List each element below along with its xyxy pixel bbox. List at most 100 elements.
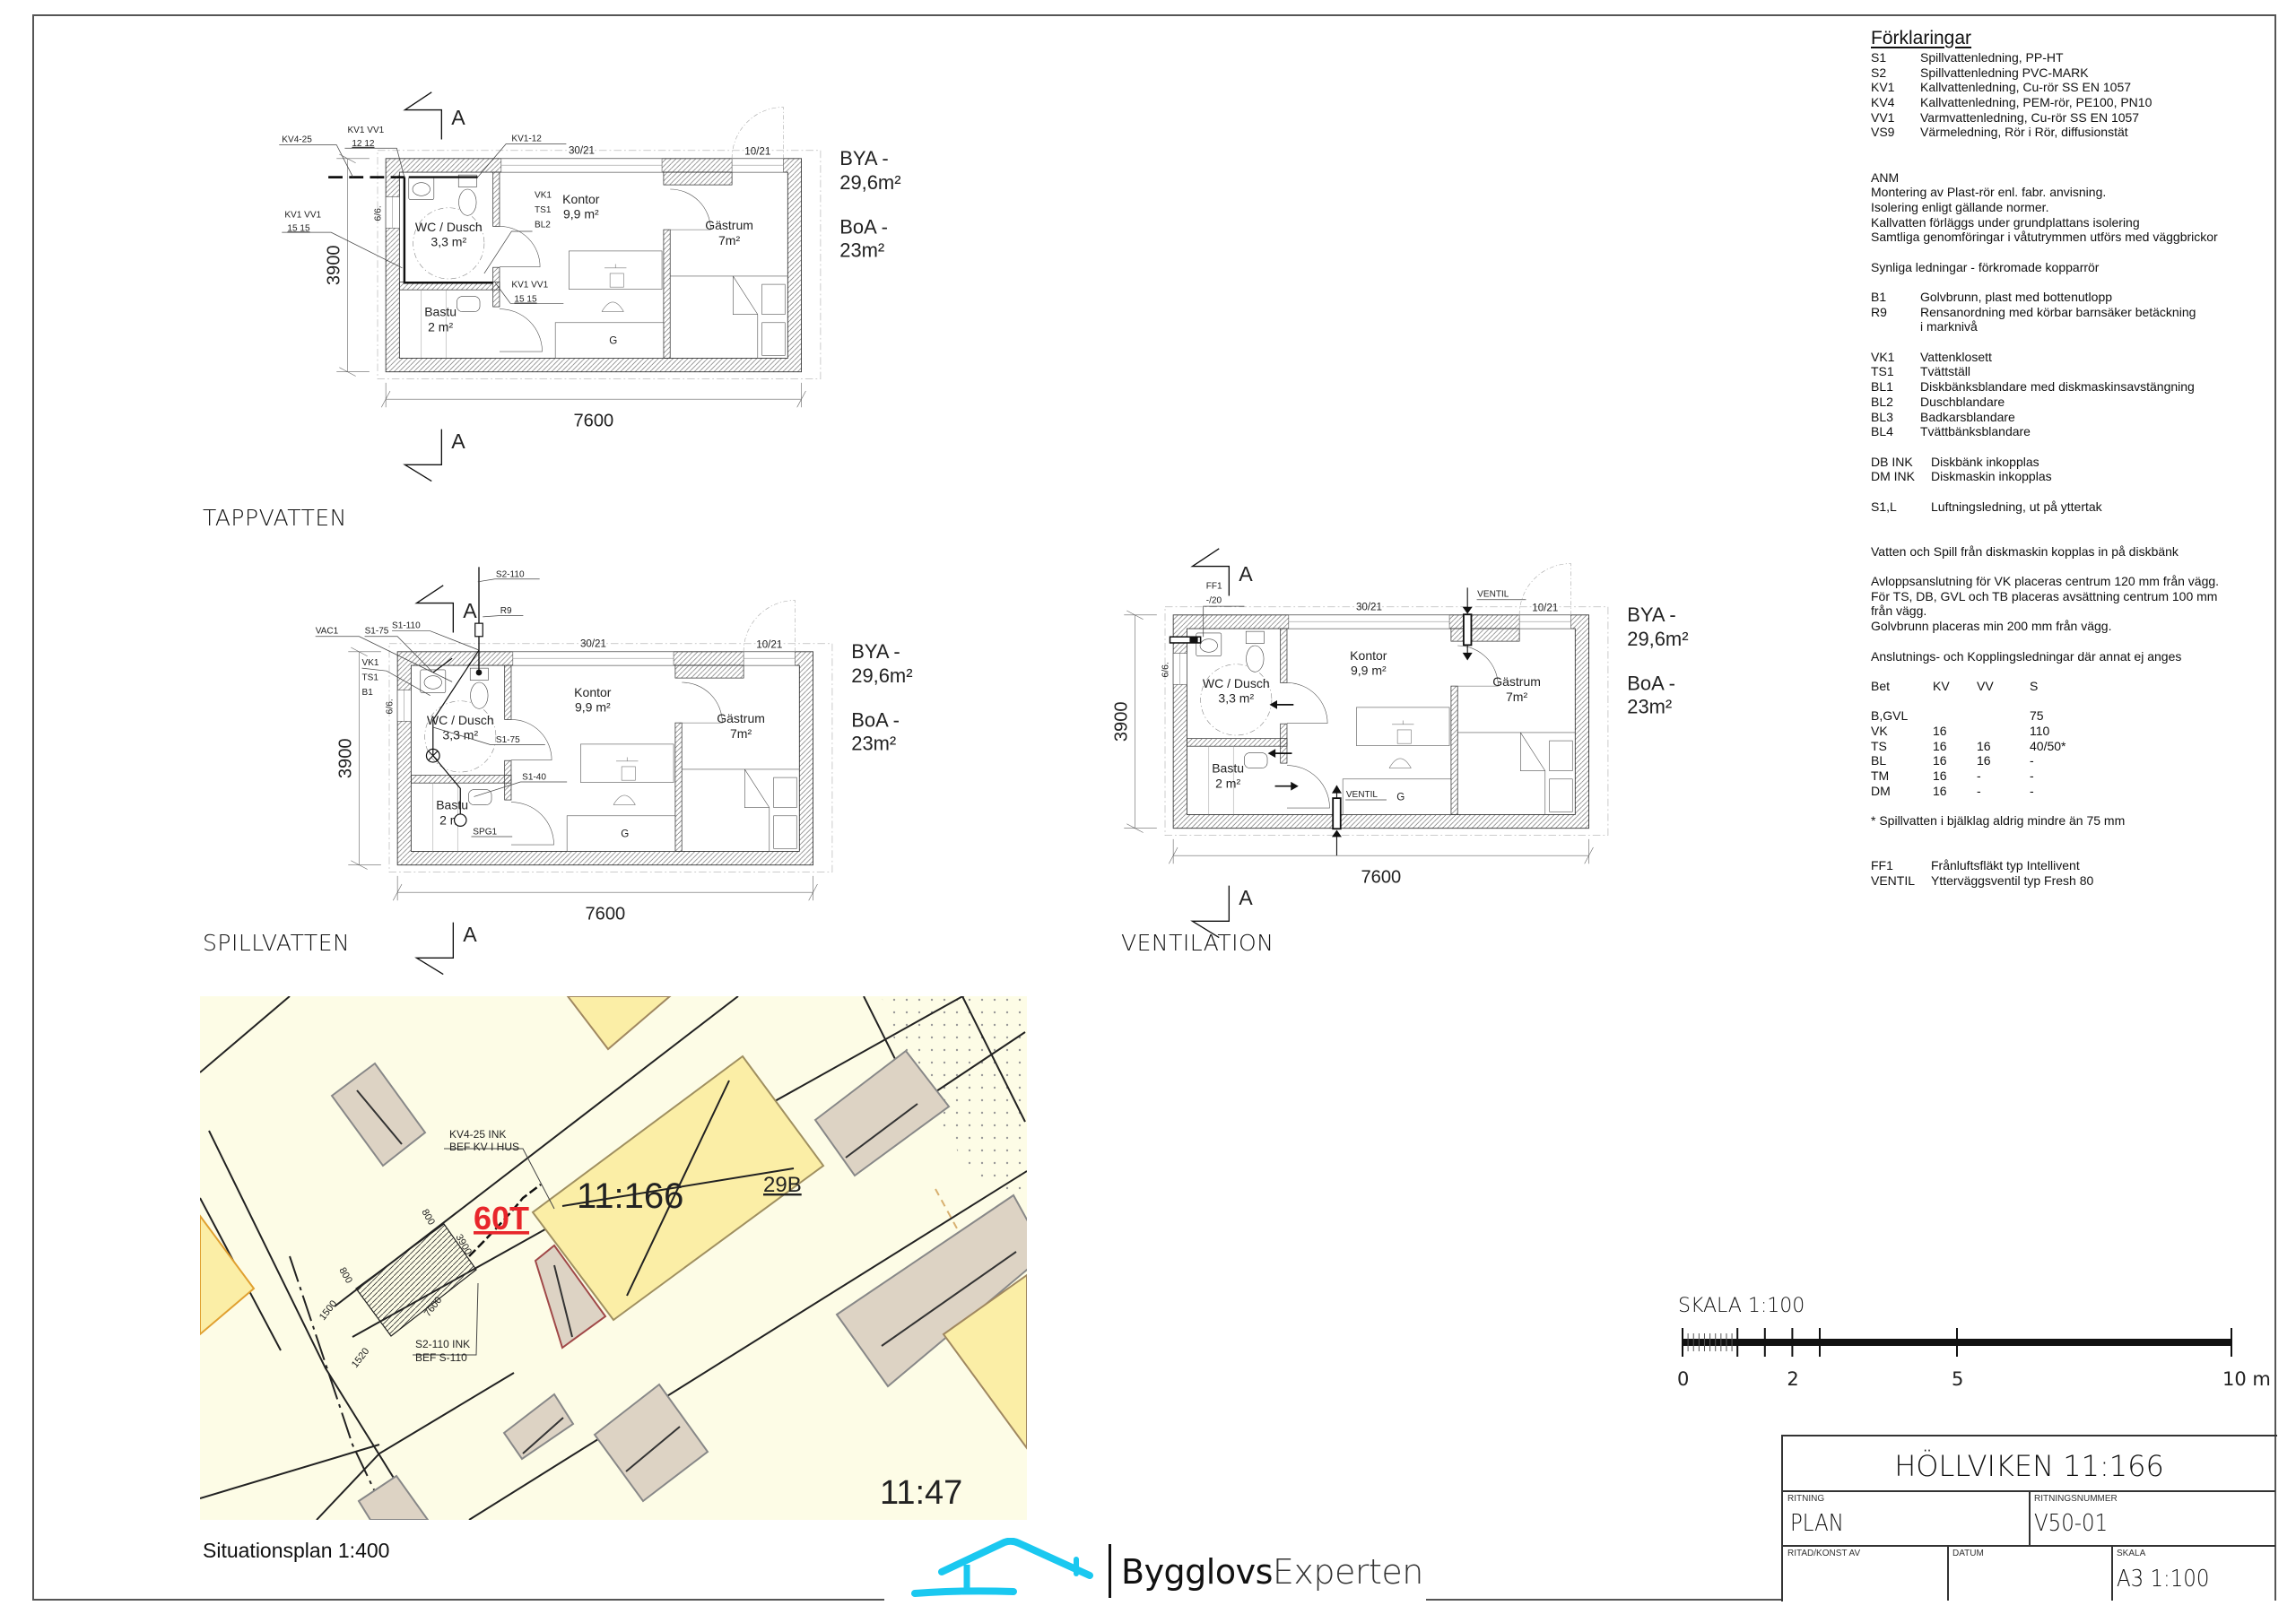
scale-label: 2 <box>1787 1368 1798 1390</box>
scale-label: 0 <box>1677 1368 1689 1390</box>
label-spg1: SPG1 <box>473 828 497 838</box>
legend-table-cell: 75 <box>2030 708 2044 724</box>
room-gastrum-label: Gästrum <box>705 218 753 232</box>
legend-text: Diskmaskin inkopplas <box>1931 469 2052 484</box>
legend-table-cell: - <box>2030 753 2034 768</box>
dimension-width <box>1168 838 1594 864</box>
room-bastu-label: Bastu <box>436 797 468 812</box>
bed <box>1457 732 1576 815</box>
wash-basin-bowl <box>1199 638 1218 653</box>
kitchen-counter <box>566 815 676 852</box>
legend-table-cell: BL <box>1871 753 1887 768</box>
exhaust-fan-ff1 <box>1169 605 1245 644</box>
wardrobe <box>761 322 786 356</box>
legend-text: Kallvattenledning, Cu-rör SS EN 1057 <box>1920 80 2132 95</box>
dashed-boundary <box>935 1188 963 1239</box>
window-side-label: 6/6. <box>374 205 384 221</box>
desk-items <box>616 757 639 781</box>
window-side-label: 6/6. <box>386 699 396 714</box>
room-gastrum-area: 7m² <box>730 726 752 741</box>
section-marker-top <box>403 91 443 140</box>
legend-note: Vatten och Spill från diskmaskin kopplas… <box>1871 543 2179 559</box>
building-geometry <box>336 91 822 482</box>
bya-label: BYA - <box>839 147 888 169</box>
width-dimension: 7600 <box>1361 868 1401 888</box>
legend-text: Varmvattenledning, Cu-rör SS EN 1057 <box>1920 109 2140 125</box>
airflow-arrows <box>1267 699 1299 791</box>
skala-value: A3 1:100 <box>2117 1566 2210 1593</box>
title-block: HÖLLVIKEN 11:166 RITNING PLAN RITNINGSNU… <box>1781 1435 2277 1601</box>
legend-note: Kallvatten förläggs under grundplattans … <box>1871 214 2140 230</box>
legend-note: För TS, DB, GVL och TB placeras avsättni… <box>1871 588 2218 603</box>
legend-table-cell: 16 <box>1933 783 1947 798</box>
bya-label: BYA - <box>1627 603 1675 626</box>
leader-lines <box>315 578 568 838</box>
legend-table-cell: 16 <box>1977 753 1991 768</box>
label-r9: R9 <box>500 606 512 616</box>
legend-code: B1 <box>1871 290 1887 305</box>
room-wc-area: 3,3 m² <box>430 234 466 248</box>
skala-label: SKALA <box>2117 1549 2146 1558</box>
legend-row: Synliga ledningar - förkromade kopparrör <box>1871 260 2266 275</box>
legend-code: FF1 <box>1871 858 1893 873</box>
legend-row: * Spillvatten i bjälklag aldrig mindre ä… <box>1871 813 2266 829</box>
window <box>743 651 796 666</box>
section-marker-top <box>414 585 455 633</box>
legend-code: VV1 <box>1871 109 1895 125</box>
legend-table-cell: - <box>1977 768 1981 784</box>
door-wc <box>510 719 552 760</box>
legend-text: Golvbrunn, plast med bottenutlopp <box>1920 290 2113 305</box>
col-divider <box>2029 1490 2031 1545</box>
section-marker-bottom <box>414 922 455 976</box>
ritning-label: RITNING <box>1787 1494 1825 1504</box>
dimension-width <box>380 382 806 408</box>
boa-label: BoA - <box>1627 672 1675 694</box>
width-dimension: 7600 <box>585 905 625 924</box>
label-ff1: FF1 <box>1206 582 1222 592</box>
desk-items <box>1392 720 1414 744</box>
logo-part-1: Bygglovs <box>1121 1552 1273 1592</box>
ritningsnummer-value: V50-01 <box>2034 1510 2109 1537</box>
desk <box>580 743 674 783</box>
legend-table-header: KV <box>1933 678 1950 693</box>
building-geometry <box>348 585 833 976</box>
bya-value: 29,6m² <box>851 664 912 687</box>
legend-title: Förklaringar <box>1871 28 1972 48</box>
house-ridges <box>561 1080 795 1297</box>
room-kontor-label: Kontor <box>574 685 612 699</box>
interior-wall <box>674 722 683 852</box>
room-gastrum-label: Gästrum <box>717 711 765 725</box>
room-gastrum-area: 7m² <box>718 233 740 247</box>
legend-row: Vatten och Spill från diskmaskin kopplas… <box>1871 544 2266 560</box>
chair <box>613 794 636 805</box>
frame-bottom-right <box>1426 1599 1781 1601</box>
legend-row: Anslutnings- och Kopplingsledningar där … <box>1871 649 2266 664</box>
label-dim-b: 15 15 <box>287 223 310 233</box>
boa-label: BoA - <box>839 215 888 238</box>
legend-code: R9 <box>1871 304 1887 319</box>
legend-footnote: * Spillvatten i bjälklag aldrig mindre ä… <box>1871 813 2126 829</box>
pipe-kv1-vv1 <box>403 176 493 284</box>
chair <box>601 301 624 312</box>
depth-dimension: 3900 <box>324 245 344 285</box>
legend-row: R9 Rensanordning med körbar barnsäker bet… <box>1871 305 2266 320</box>
label-s1-75-b: S1-75 <box>496 735 520 745</box>
kitchen-counter <box>554 322 665 359</box>
boa-label: BoA - <box>851 708 900 731</box>
site-plan-caption: Situationsplan 1:400 <box>203 1539 390 1562</box>
legend-text: Rensanordning med körbar barnsäker betäc… <box>1920 304 2196 319</box>
floor-drain-spg1 <box>453 813 467 827</box>
sauna-heater <box>457 296 481 312</box>
wardrobe <box>773 777 797 808</box>
chair <box>1388 758 1412 768</box>
window <box>1518 614 1571 629</box>
sauna-heater <box>468 789 492 805</box>
pipe-kv-s <box>468 1184 542 1257</box>
label-kv1-vv1-b: KV1 VV1 <box>284 211 321 221</box>
legend-code: S1 <box>1871 50 1887 65</box>
section-label-top: A <box>463 599 477 622</box>
